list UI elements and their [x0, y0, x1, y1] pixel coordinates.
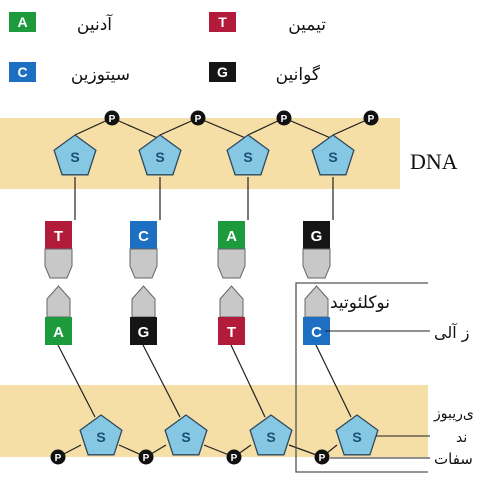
- bottom-sugar-base-bond: [57, 344, 96, 418]
- legend-thymine-letter: T: [218, 14, 227, 30]
- legend-adenine-swatch: [9, 12, 36, 32]
- phosphate-label: P: [195, 114, 202, 125]
- top-backbone-bond: [111, 117, 161, 140]
- legend-thymine-label: تیمین: [288, 15, 326, 35]
- nucleotide-box: [295, 282, 428, 473]
- phosphate-label: P: [319, 453, 326, 464]
- phosphate-circle: [50, 449, 66, 465]
- legend-cytosine-letter: C: [17, 64, 27, 80]
- legend-adenine-label: آدنین: [77, 13, 113, 35]
- base-block-top: [303, 221, 330, 249]
- legend-guanine-label: گوانین: [276, 64, 321, 85]
- ribose-label-line1: ی‌ریبوز: [433, 406, 474, 422]
- base-letter-top: T: [54, 228, 63, 245]
- sugar-pentagon: [311, 134, 355, 176]
- phosphate-label: P: [109, 114, 116, 125]
- base-block-bottom: [218, 317, 245, 345]
- legend-thymine-swatch: [209, 12, 236, 32]
- legend-cytosine-swatch: [9, 62, 36, 82]
- legend-cytosine-label: سیتوزین: [71, 65, 130, 85]
- sugar-pentagon: [335, 414, 379, 456]
- phosphate-circle: [226, 449, 242, 465]
- legend-guanine-letter: G: [217, 64, 228, 80]
- phosphate-label: P: [55, 453, 62, 464]
- top-backbone-bond: [283, 117, 334, 140]
- base-block-top: [45, 221, 72, 249]
- bottom-sugar-base-bond: [230, 344, 266, 418]
- base-letter-bottom: T: [227, 324, 236, 341]
- sugar-label: S: [181, 429, 190, 445]
- dna-strands: S S S S S S S S P P P P P P P P T A C G A T G C: [44, 110, 379, 465]
- sugar-label: S: [155, 149, 164, 165]
- sugar-pentagon: [249, 414, 293, 456]
- top-backbone-bond: [197, 117, 249, 140]
- dna-label: DNA: [410, 149, 458, 174]
- base-block-top: [130, 221, 157, 249]
- base-connector-top: [302, 248, 331, 279]
- base-connector-top: [129, 248, 158, 279]
- base-letter-bottom: G: [138, 324, 150, 341]
- sugar-pentagon: [53, 134, 97, 176]
- phosphate-circle: [314, 449, 330, 465]
- phosphate-circle: [363, 110, 379, 126]
- sugar-pentagon: [138, 134, 182, 176]
- base-connector-bottom: [219, 285, 244, 318]
- base-connector-top: [44, 248, 73, 279]
- phosphate-circle: [104, 110, 120, 126]
- phosphate-label: P: [281, 114, 288, 125]
- sugar-label: S: [266, 429, 275, 445]
- phosphate-label: سفات: [434, 450, 473, 468]
- legend-guanine-swatch: [209, 62, 236, 82]
- phosphate-circle: [138, 449, 154, 465]
- base-connector-top: [217, 248, 246, 279]
- phosphate-label: P: [143, 453, 150, 464]
- phosphate-circle: [190, 110, 206, 126]
- organic-base-label: ز آلی: [434, 323, 469, 343]
- base-letter-top: C: [138, 228, 149, 245]
- phosphate-circle: [276, 110, 292, 126]
- base-block-top: [218, 221, 245, 249]
- bottom-sugar-base-bond: [315, 344, 352, 418]
- sugar-pentagon: [226, 134, 270, 176]
- ribose-label-line2: ند: [456, 430, 467, 446]
- base-letter-bottom: A: [53, 324, 64, 341]
- bottom-sugar-base-bond: [142, 344, 181, 418]
- base-block-bottom: [45, 317, 72, 345]
- base-letter-top: G: [311, 228, 323, 245]
- base-connector-bottom: [304, 285, 329, 318]
- base-connector-bottom: [131, 285, 156, 318]
- legend: A آدنین T تیمین C سیتوزین G گوانین: [9, 12, 326, 85]
- sugar-label: S: [328, 149, 337, 165]
- phosphate-label: P: [231, 453, 238, 464]
- sugar-pentagon: [164, 414, 208, 456]
- sugar-label: S: [96, 429, 105, 445]
- sugar-pentagon: [79, 414, 123, 456]
- sugar-label: S: [70, 149, 79, 165]
- base-block-bottom: [130, 317, 157, 345]
- base-connector-bottom: [46, 285, 71, 318]
- sugar-label: S: [352, 429, 361, 445]
- nucleotide-label: نوکلئوتید: [330, 293, 390, 313]
- base-letter-bottom: C: [311, 324, 322, 341]
- phosphate-label: P: [368, 114, 375, 125]
- sugar-label: S: [243, 149, 252, 165]
- legend-adenine-letter: A: [17, 14, 27, 30]
- base-letter-top: A: [226, 228, 237, 245]
